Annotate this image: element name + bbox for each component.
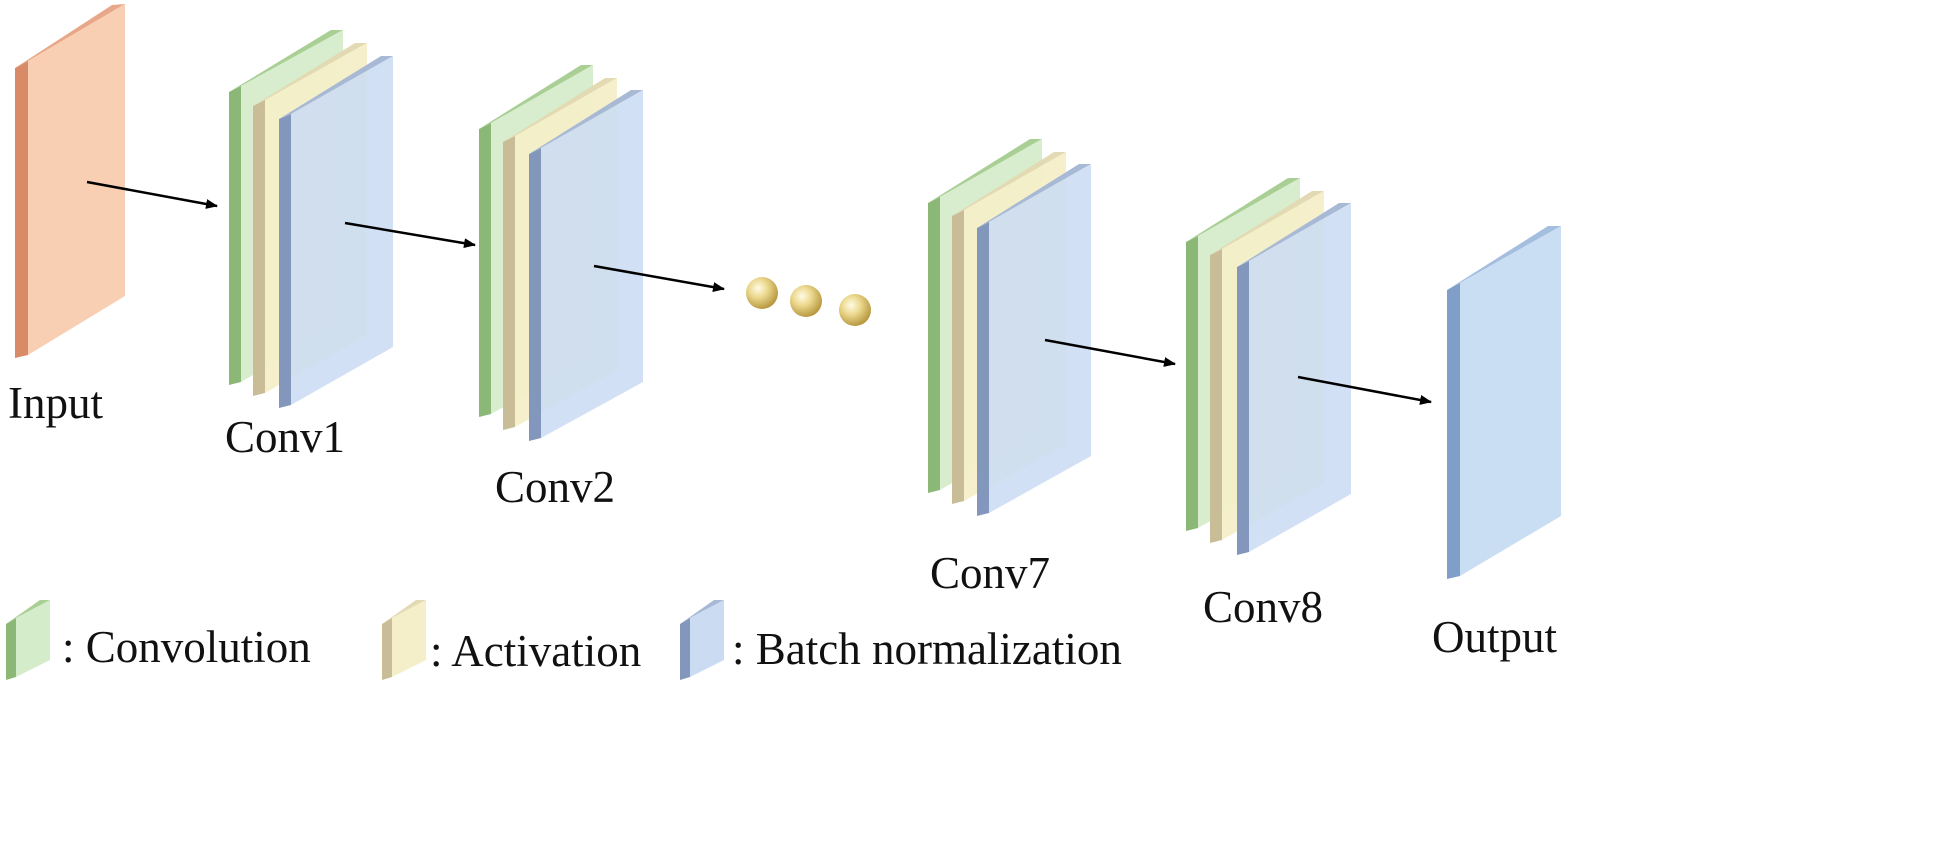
legend-activation-swatch-side — [382, 618, 392, 680]
ellipsis-dot — [746, 277, 778, 309]
arrow-conv7-to-conv8 — [1044, 338, 1176, 367]
conv1-stack — [229, 30, 393, 408]
label-conv8: Conv8 — [1203, 582, 1323, 632]
arrow-conv8-to-output — [1297, 375, 1432, 405]
legend-activation: : Activation — [382, 600, 641, 680]
conv8-stack — [1186, 178, 1351, 555]
label-conv1: Conv1 — [225, 412, 345, 462]
label-output: Output — [1432, 612, 1558, 662]
legend-batch-norm-swatch-side — [680, 618, 690, 680]
flow-arrows — [86, 180, 1432, 405]
label-input: Input — [8, 378, 103, 428]
label-conv2: Conv2 — [495, 462, 615, 512]
legend-activation-label: : Activation — [430, 626, 641, 676]
input-block-side — [15, 61, 28, 358]
ellipsis-dot — [790, 285, 822, 317]
output-block-face — [1460, 226, 1561, 576]
legend-convolution-label: : Convolution — [62, 622, 311, 672]
input-block-face — [28, 4, 125, 355]
ellipsis-dot — [839, 294, 871, 326]
arrow-conv1-to-conv2 — [344, 221, 476, 249]
input-block-top — [15, 4, 125, 68]
output-block-side — [1447, 283, 1460, 579]
legend-batch-normalization: : Batch normalization — [680, 600, 1122, 680]
ellipsis-dots — [746, 277, 871, 326]
legend-batch-norm-swatch-face — [690, 600, 724, 677]
conv7-stack — [928, 139, 1091, 516]
legend-batch-normalization-label: : Batch normalization — [732, 624, 1122, 674]
label-conv7: Conv7 — [930, 548, 1050, 598]
input-block — [15, 4, 125, 358]
legend-convolution-swatch-face — [16, 600, 50, 677]
output-block — [1447, 226, 1561, 579]
legend-convolution: : Convolution — [6, 600, 311, 680]
legend-convolution-swatch-side — [6, 618, 16, 680]
output-block-top — [1447, 226, 1561, 290]
arrow-conv2-to-dots — [593, 264, 725, 293]
conv2-stack — [479, 65, 643, 441]
legend: : Convolution : Activation : Batch norma… — [6, 600, 1122, 680]
legend-activation-swatch-face — [392, 600, 426, 677]
arrow-input-to-conv1 — [86, 180, 218, 209]
